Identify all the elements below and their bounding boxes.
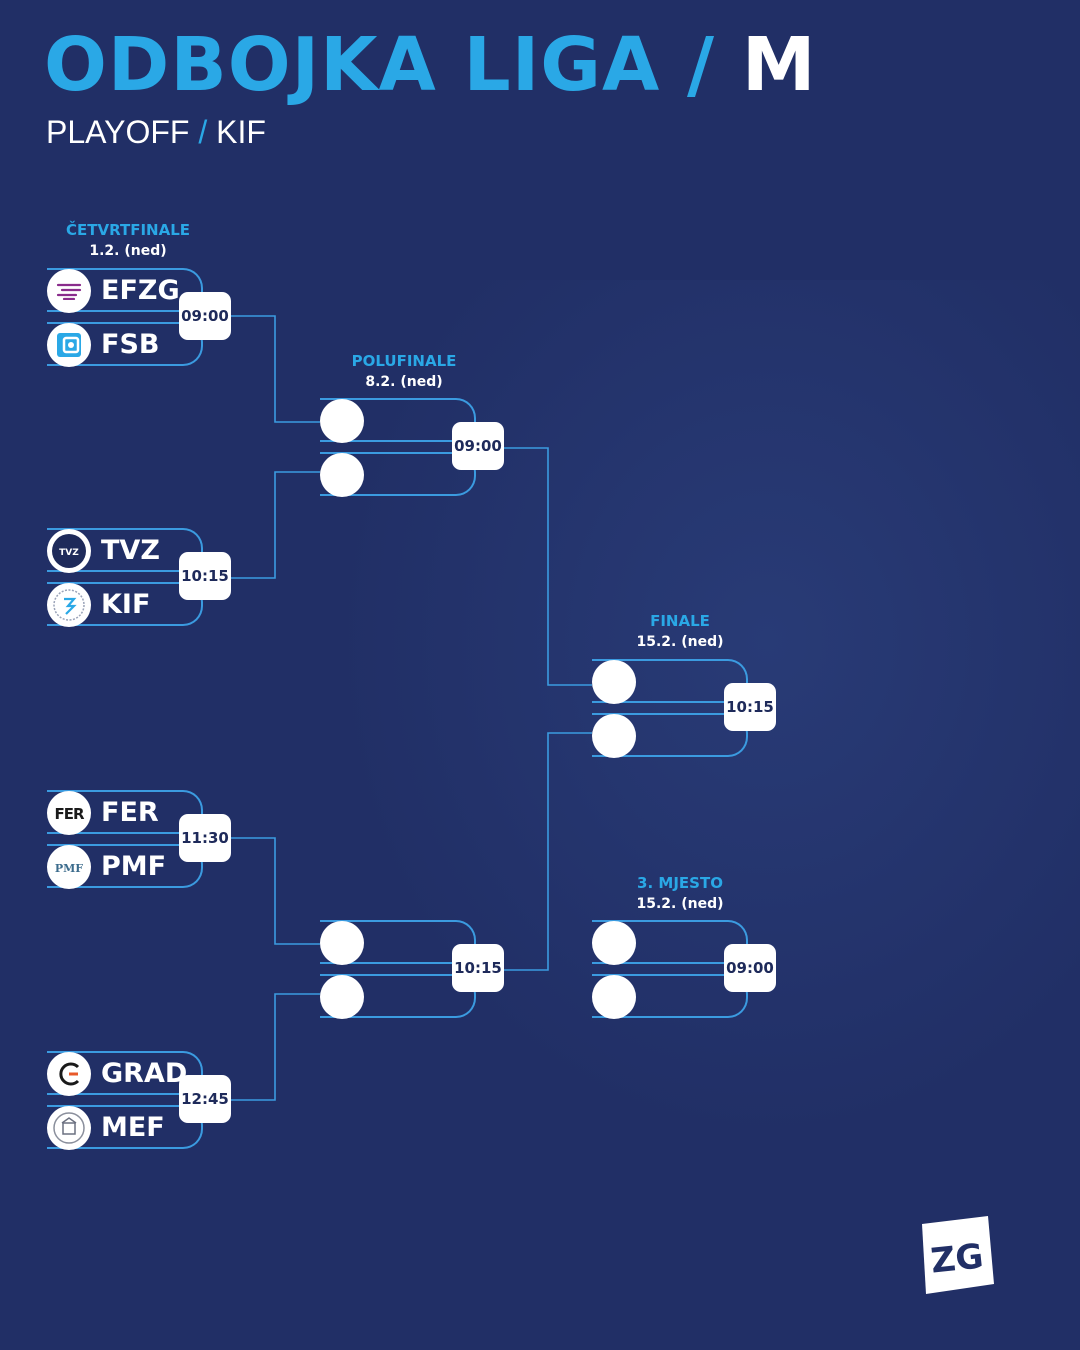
match-time: 09:00 (179, 292, 231, 340)
kif-logo-icon (47, 583, 91, 627)
team-name: KIF (101, 589, 151, 620)
team-name: TVZ (101, 535, 160, 566)
zg-brand-logo-icon: ZG (922, 1216, 994, 1294)
team-name: EFZG (101, 275, 180, 306)
team-slot (320, 974, 476, 1018)
match-qf3: FER PMF FER PMF 11:30 (47, 790, 277, 890)
team-slot (592, 920, 748, 964)
team-name: MEF (101, 1112, 165, 1143)
empty-team-logo (320, 399, 364, 443)
round-name: ČETVRTFINALE (66, 221, 190, 239)
match-time: 12:45 (179, 1075, 231, 1123)
zg-brand-text: ZG (929, 1236, 985, 1281)
team-slot (592, 974, 748, 1018)
round-name: FINALE (650, 612, 710, 630)
team-slot (47, 1105, 203, 1149)
match-time: 10:15 (724, 683, 776, 731)
efzg-logo-icon (47, 269, 91, 313)
empty-team-logo (592, 975, 636, 1019)
team-slot (320, 398, 476, 442)
empty-team-logo (320, 453, 364, 497)
mef-logo-icon (47, 1106, 91, 1150)
title-gender: M (741, 22, 817, 108)
team-name: FER (101, 797, 159, 828)
tvz-logo-icon: TVZ (47, 529, 91, 573)
fsb-logo-icon (47, 323, 91, 367)
team-name: GRAD (101, 1058, 188, 1089)
round-header-final: FINALE 15.2. (ned) (570, 611, 790, 653)
match-qf1: EFZG FSB 09:00 (47, 268, 277, 368)
match-time: 11:30 (179, 814, 231, 862)
round-header-third-place: 3. MJESTO 15.2. (ned) (570, 873, 790, 915)
team-slot (47, 582, 203, 626)
team-slot (592, 713, 748, 757)
tvz-logo-text: TVZ (59, 548, 79, 558)
empty-team-logo (592, 921, 636, 965)
empty-team-logo (320, 921, 364, 965)
match-third-place: 09:00 (592, 920, 822, 1020)
round-date: 15.2. (ned) (636, 634, 724, 650)
fer-logo-icon: FER (47, 791, 91, 835)
team-slot (47, 1051, 203, 1095)
page-subtitle: PLAYOFF / KIF (46, 112, 266, 152)
round-name: 3. MJESTO (637, 874, 723, 892)
fer-logo-text: FER (54, 805, 84, 823)
team-name: FSB (101, 329, 160, 360)
title-separator: / (687, 22, 716, 108)
match-qf4: GRAD MEF 12:45 (47, 1051, 277, 1151)
round-date: 1.2. (ned) (89, 243, 167, 259)
round-header-quarterfinal: ČETVRTFINALE 1.2. (ned) (18, 220, 238, 262)
round-date: 8.2. (ned) (365, 374, 443, 390)
grad-logo-icon (47, 1052, 91, 1096)
subtitle-venue: KIF (216, 114, 266, 150)
empty-team-logo (592, 660, 636, 704)
pmf-logo-icon: PMF (47, 845, 91, 889)
team-slot (47, 322, 203, 366)
team-slot (47, 528, 203, 572)
match-time: 09:00 (724, 944, 776, 992)
round-date: 15.2. (ned) (636, 896, 724, 912)
page-title: ODBOJKA LIGA / M (44, 20, 816, 110)
round-header-semifinal: POLUFINALE 8.2. (ned) (294, 351, 514, 393)
title-main: ODBOJKA LIGA (44, 22, 661, 108)
match-sf2: 10:15 (320, 920, 550, 1020)
match-time: 10:15 (179, 552, 231, 600)
empty-team-logo (592, 714, 636, 758)
team-slot (320, 452, 476, 496)
match-sf1: 09:00 (320, 398, 550, 498)
empty-team-logo (320, 975, 364, 1019)
subtitle-separator: / (198, 114, 208, 150)
team-slot (47, 268, 203, 312)
match-qf2: TVZ TVZ KIF 10:15 (47, 528, 277, 628)
team-name: PMF (101, 851, 167, 882)
match-time: 09:00 (452, 422, 504, 470)
subtitle-stage: PLAYOFF (46, 114, 190, 150)
team-slot (592, 659, 748, 703)
round-name: POLUFINALE (351, 352, 457, 370)
team-slot (47, 790, 203, 834)
match-final: 10:15 (592, 659, 822, 759)
pmf-logo-text: PMF (55, 862, 83, 875)
team-slot (320, 920, 476, 964)
team-slot (47, 844, 203, 888)
match-time: 10:15 (452, 944, 504, 992)
